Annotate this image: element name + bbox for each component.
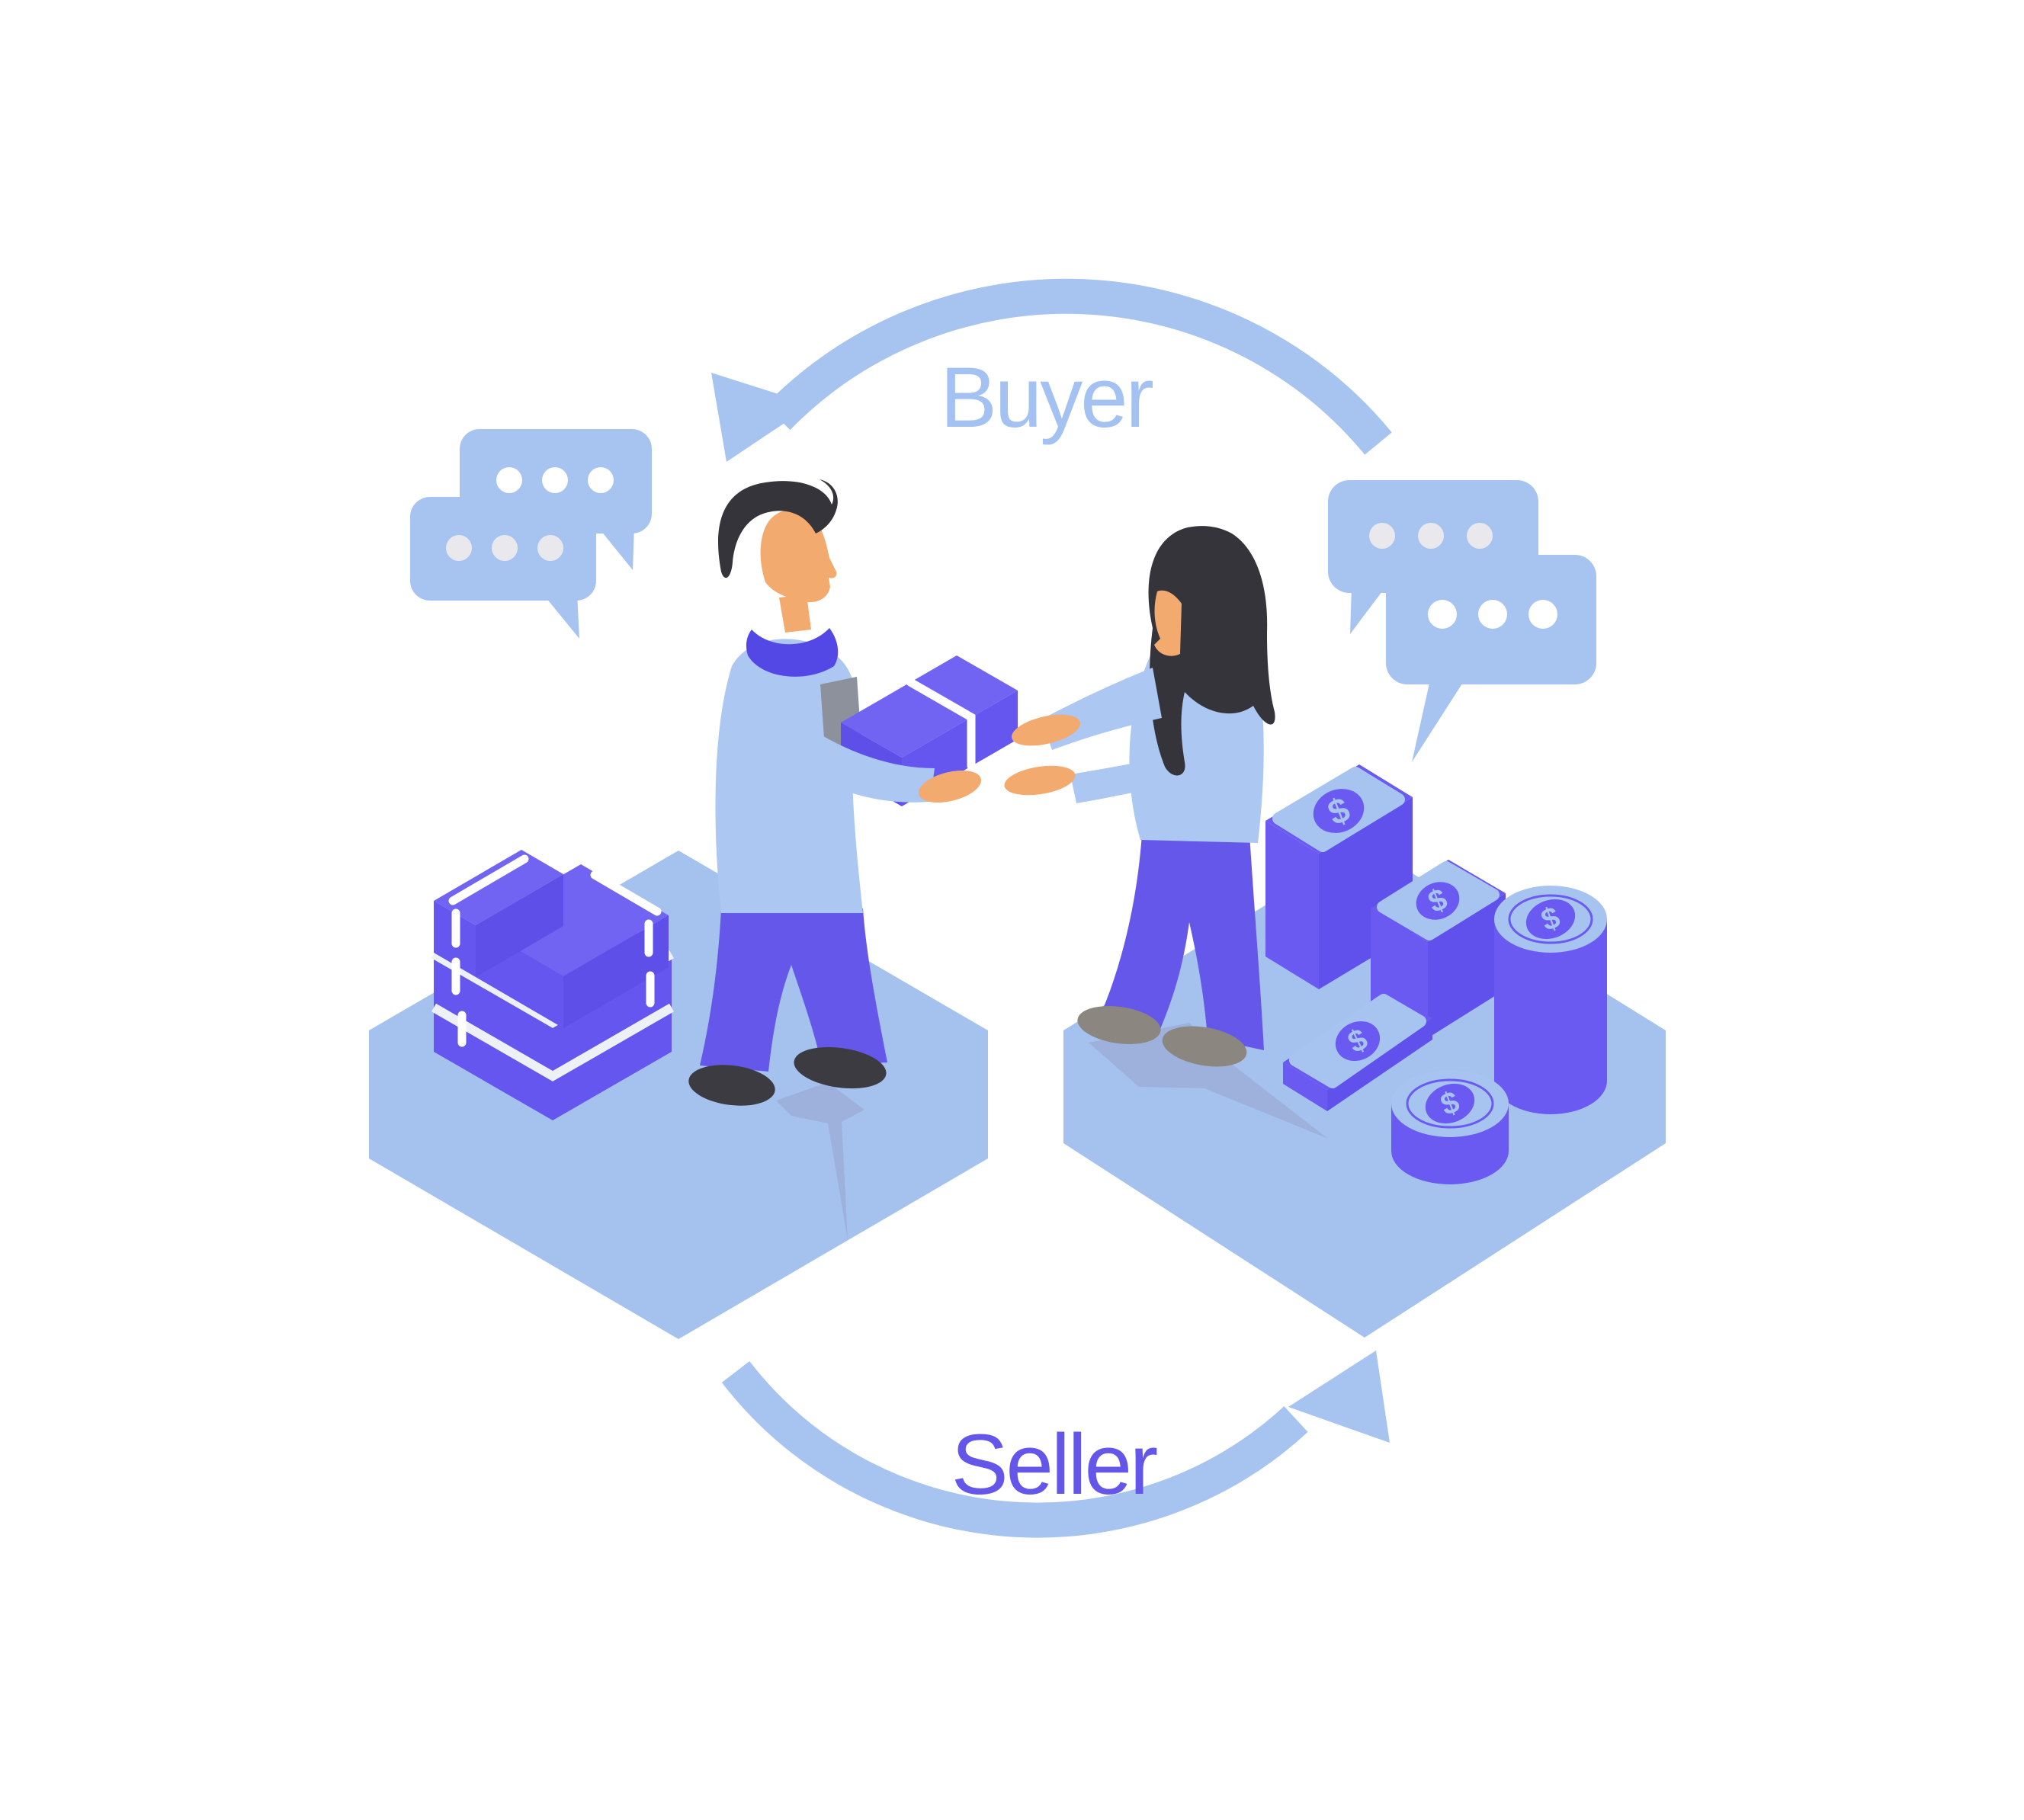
- seller-arrowhead-icon: [1288, 1351, 1390, 1443]
- seller-shadow: [1089, 1023, 1328, 1139]
- seller-face: [1154, 590, 1182, 656]
- dollar-emblem: $: [1416, 882, 1460, 920]
- buyer-pants: [700, 908, 887, 1072]
- typing-dot: [492, 535, 518, 561]
- seller-lower-sleeve: [1070, 761, 1157, 803]
- typing-dot: [537, 535, 563, 561]
- banknote-flat: $: [1283, 992, 1432, 1111]
- dollar-emblem: $: [1425, 1083, 1475, 1124]
- dollar-emblem: $: [1335, 1021, 1381, 1062]
- seller-shoe: [1162, 1026, 1247, 1067]
- package-tape: [590, 870, 662, 916]
- buyer-shoe: [794, 1046, 887, 1089]
- buyer-label: Buyer: [940, 350, 1153, 445]
- seller-cycle-arc: [721, 1360, 1308, 1538]
- seller-hand: [1004, 765, 1076, 796]
- seller-hand: [1011, 714, 1081, 746]
- package-box-top-right-side: [563, 915, 669, 1028]
- dollar-emblem: $: [1525, 899, 1576, 940]
- banknote-side: [1283, 1062, 1327, 1111]
- banknote-side: [1265, 821, 1319, 989]
- banknote-side: [1428, 893, 1506, 1038]
- buyer-hand: [918, 770, 982, 803]
- parcel-tape: [906, 678, 976, 771]
- typing-dot: [1369, 523, 1395, 549]
- seller-figure: [1004, 526, 1328, 1139]
- seller-chat-bubbles: [1328, 480, 1596, 762]
- parcel-top: [841, 655, 1018, 758]
- package-tape: [448, 854, 529, 905]
- buyer-cycle-arc: [765, 278, 1392, 455]
- typing-dot: [1478, 600, 1507, 629]
- buyer-hair: [718, 479, 838, 578]
- money-stacks: $ $ $: [1265, 764, 1607, 1184]
- seller-label: Seller: [951, 1417, 1157, 1512]
- dollar-circle-icon: [1416, 882, 1460, 920]
- typing-dot: [496, 467, 522, 493]
- typing-dot: [542, 467, 568, 493]
- banknote-side: [1327, 1018, 1432, 1111]
- typing-dot: [1428, 600, 1457, 629]
- dollar-circle-icon: [1313, 789, 1365, 833]
- coin-ring: [1508, 894, 1593, 944]
- typing-dot: [1528, 600, 1557, 629]
- package-box-top-left: [434, 850, 563, 925]
- dollar-circle-icon: [1525, 899, 1576, 940]
- dollar-circle-icon: [1425, 1083, 1475, 1124]
- buyer-chat-bubbles: [410, 429, 652, 639]
- buyer-neck: [779, 594, 811, 633]
- seller-shoe: [1077, 1006, 1161, 1044]
- typing-dot: [1467, 523, 1493, 549]
- coin-body: [1494, 919, 1607, 1114]
- typing-dot: [446, 535, 472, 561]
- seller-hair: [1148, 526, 1275, 776]
- package-tape-band: [431, 1003, 674, 1081]
- dollar-emblem: $: [1313, 789, 1365, 833]
- chat-bubble-tail: [1350, 585, 1384, 634]
- buyer-near-sleeve: [807, 736, 935, 803]
- typing-dot: [1418, 523, 1444, 549]
- seller-pants: [1102, 834, 1264, 1050]
- coin-stack-small: $: [1391, 1070, 1509, 1184]
- chat-bubble-tail: [601, 526, 634, 570]
- package-stack: [431, 850, 674, 1120]
- buyer-figure: [688, 479, 1018, 1240]
- package-box-top-left-side: [476, 874, 563, 977]
- buyer-shoe: [688, 1065, 775, 1106]
- buyer-collar: [746, 628, 839, 677]
- dollar-circle-icon: [1335, 1021, 1381, 1062]
- coin-ring: [1406, 1078, 1494, 1129]
- seller-cycle-arrow: [721, 1351, 1390, 1538]
- coin-stack-large: $: [1494, 886, 1607, 1114]
- buyer-shadow: [776, 1082, 864, 1240]
- chat-bubble-tail: [546, 593, 579, 639]
- banknote-stack-medium: $: [1371, 860, 1506, 1038]
- buyer-cycle-arrow: [711, 278, 1392, 462]
- typing-dot: [588, 467, 614, 493]
- chat-bubble-tail: [1412, 680, 1464, 762]
- buyer-arrowhead-icon: [711, 373, 812, 462]
